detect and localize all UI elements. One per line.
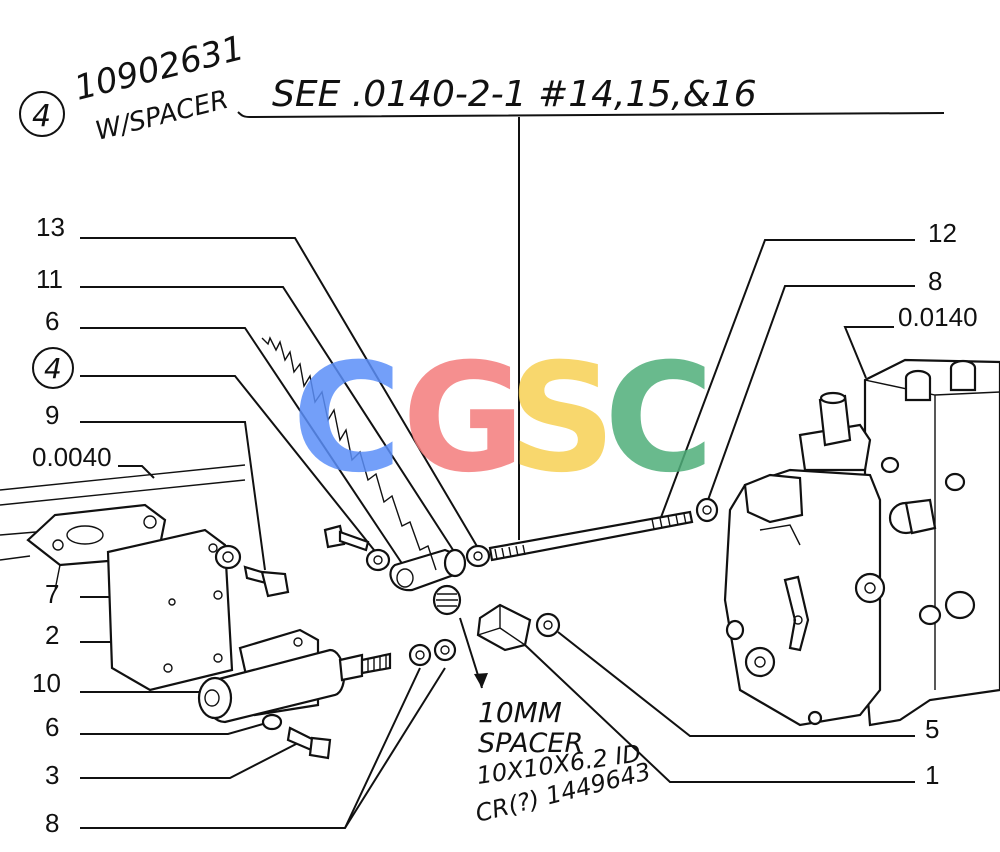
cgsc-watermark: C G S C bbox=[292, 332, 714, 506]
mounting-bracket bbox=[106, 528, 234, 692]
leader-11 bbox=[80, 286, 456, 554]
callout-8-bottom: 8 bbox=[45, 808, 59, 838]
left-callouts: 13 11 6 4 9 0.0040 7 2 10 6 3 8 bbox=[32, 212, 479, 838]
callout-4: 4 bbox=[44, 352, 62, 385]
spacer-note-line2: SPACER bbox=[478, 728, 583, 759]
leader-5 bbox=[557, 631, 915, 737]
leader-8-bottom-b bbox=[344, 667, 446, 829]
callout-11: 11 bbox=[36, 264, 63, 294]
callout-4-ring bbox=[32, 347, 74, 389]
solenoid bbox=[197, 628, 392, 760]
callout-2: 2 bbox=[45, 620, 59, 650]
leader-3 bbox=[80, 741, 301, 779]
leader-13 bbox=[80, 237, 479, 549]
injection-pump bbox=[723, 358, 1000, 727]
callout-6-bottom: 6 bbox=[45, 712, 59, 742]
leader-4 bbox=[80, 375, 379, 556]
callout-0.0140: 0.0140 bbox=[898, 302, 978, 332]
watermark-letter-g: G bbox=[402, 332, 525, 506]
watermark-letter-s: S bbox=[508, 332, 616, 506]
callout-9: 9 bbox=[45, 400, 59, 430]
leader-6-bottom bbox=[80, 721, 271, 735]
leader-0.0140 bbox=[843, 326, 894, 379]
spacer-note-line1: 10MM bbox=[478, 696, 562, 729]
leader-6-top bbox=[80, 327, 406, 569]
callout-5: 5 bbox=[925, 714, 939, 744]
spacer-note: 10MM SPACER 10X10X6.2 ID CR(?) 1449643 bbox=[459, 617, 654, 828]
callout-1: 1 bbox=[925, 760, 939, 790]
washer-and-bolt bbox=[214, 544, 290, 598]
callout-10: 10 bbox=[32, 668, 61, 698]
callout-6-top: 6 bbox=[45, 306, 59, 336]
leader-9 bbox=[80, 421, 266, 571]
linkage-parts bbox=[261, 336, 719, 667]
leader-8-top bbox=[707, 285, 915, 501]
see-reference: SEE .0140-2-1 #14,15,&16 bbox=[237, 74, 945, 540]
note-circle-number: 4 bbox=[32, 99, 51, 134]
circled-number-ring bbox=[19, 91, 65, 137]
see-reference-text: SEE .0140-2-1 #14,15,&16 bbox=[272, 74, 757, 115]
watermark-letter-c2: C bbox=[604, 332, 714, 506]
see-reference-underline bbox=[237, 111, 945, 119]
callout-0.0040: 0.0040 bbox=[32, 442, 112, 472]
leader-1 bbox=[524, 644, 915, 783]
callout-7: 7 bbox=[45, 579, 59, 609]
callout-8-top: 8 bbox=[928, 266, 942, 296]
spacer-note-arrowhead bbox=[474, 673, 488, 688]
callout-12: 12 bbox=[928, 218, 957, 248]
callout-13: 13 bbox=[36, 212, 65, 242]
callout-3: 3 bbox=[45, 760, 59, 790]
watermark-letter-c1: C bbox=[292, 332, 402, 506]
handwritten-note: 4 10902631 W/SPACER bbox=[19, 28, 248, 147]
leader-12 bbox=[659, 239, 915, 521]
right-callouts: 12 8 0.0140 5 1 bbox=[524, 218, 978, 790]
